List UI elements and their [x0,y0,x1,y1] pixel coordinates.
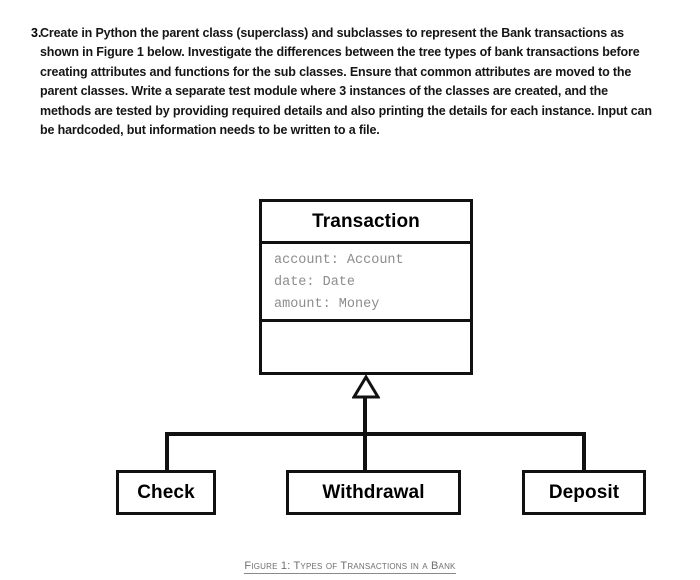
class-attribute: account: Account [274,253,404,268]
connector-line-withdrawal [363,432,367,472]
connector-line-check [165,432,169,472]
inheritance-stem-line [363,397,367,435]
class-name-label: Deposit [548,481,620,503]
question-text: Create in Python the parent class (super… [40,26,652,138]
figure-caption-label: Figure 1: Types of Transactions in a Ban… [244,560,456,574]
class-name-compartment: Transaction [262,202,470,244]
figure-caption: Figure 1: Types of Transactions in a Ban… [0,556,700,574]
question-number: 3. [31,26,42,40]
uml-class-transaction[interactable]: Transaction account: Account date: Date … [259,199,473,375]
uml-class-withdrawal[interactable]: Withdrawal [286,470,461,515]
uml-class-deposit[interactable]: Deposit [522,470,646,515]
class-name-label: Check [137,481,195,503]
class-name-label: Withdrawal [322,481,425,503]
class-attribute: amount: Money [274,297,380,312]
question-block: 3. Create in Python the parent class (su… [0,24,700,140]
connector-line-deposit [582,432,586,472]
uml-class-check[interactable]: Check [116,470,216,515]
inheritance-triangle-icon [352,375,380,399]
class-attribute: date: Date [274,275,356,290]
class-attributes-compartment: account: Account date: Date amount: Mone… [262,244,470,322]
class-name-label: Transaction [312,210,420,232]
class-operations-compartment [262,322,470,372]
generalization-horizontal-line [165,432,586,436]
